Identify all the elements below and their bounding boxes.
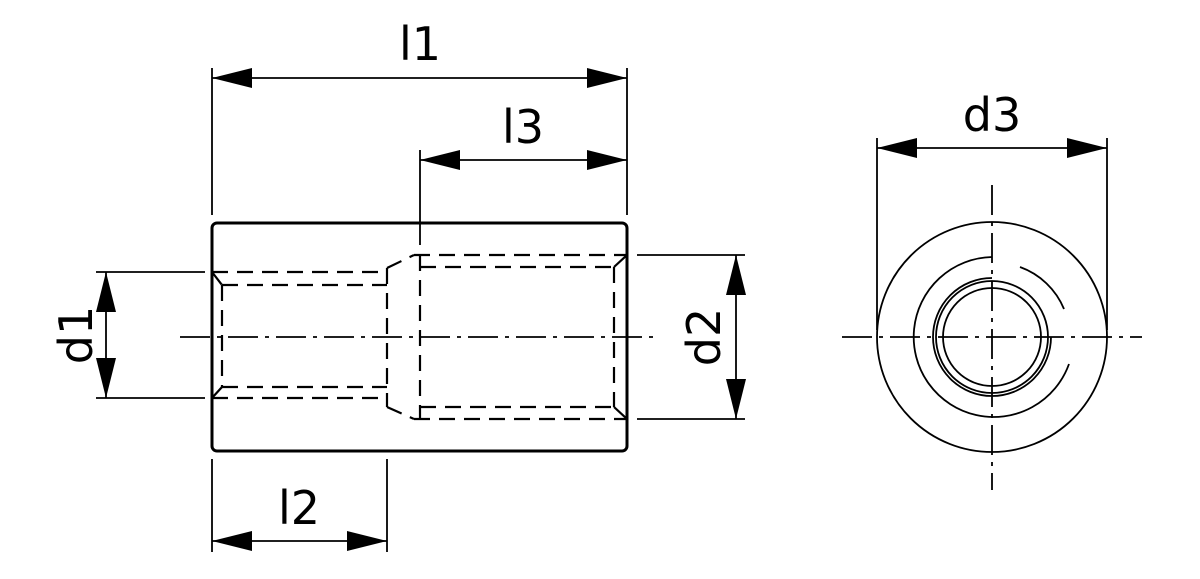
thread-arc-outer	[912, 256, 1070, 418]
label-l1: l1	[399, 17, 441, 71]
label-d2: d2	[677, 308, 731, 366]
extension-lines	[96, 68, 745, 552]
label-l2: l2	[278, 481, 320, 535]
thread-arc-chamfer	[1019, 266, 1065, 310]
dimension-d3: d3	[876, 88, 1108, 330]
dimension-d1: d1	[49, 272, 116, 398]
small-bore-hidden-lines	[211, 268, 389, 407]
dimension-l3: l3	[420, 100, 627, 170]
thread-arc-inner	[932, 277, 1052, 397]
label-l3: l3	[502, 100, 544, 154]
dimension-l2: l2	[212, 481, 387, 551]
end-view: d3	[842, 88, 1142, 490]
dimension-d2: d2	[677, 255, 746, 419]
side-view: l1 l3 l2 d1 d2	[49, 17, 746, 552]
label-d1: d1	[49, 306, 103, 364]
label-d3: d3	[963, 88, 1021, 142]
dimension-l1: l1	[212, 17, 627, 88]
